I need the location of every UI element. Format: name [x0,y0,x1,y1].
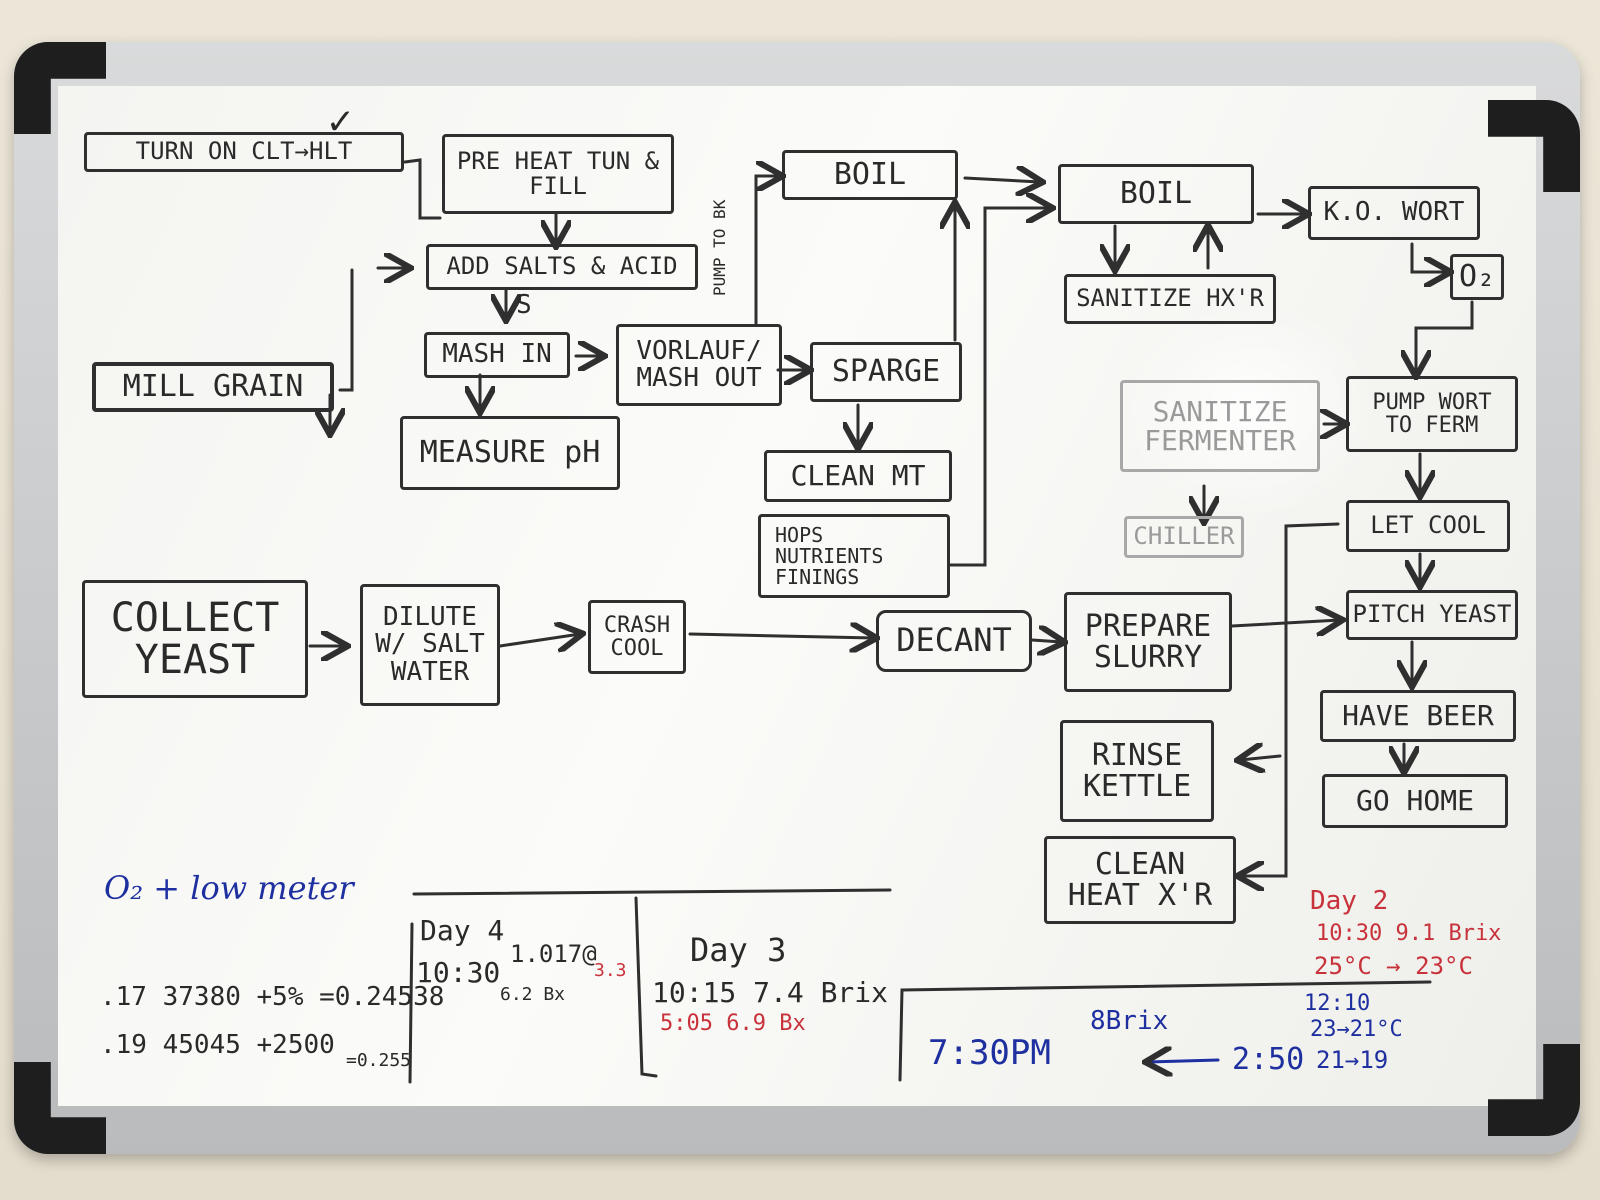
note-day4-time: 10:30 [416,956,501,989]
box-hops-nutrients-finings: HOPS NUTRIENTS FININGS [758,514,950,598]
box-pump-wort-to-ferm: PUMP WORT TO FERM [1346,376,1518,452]
note-evening-brix: 8Brix [1090,1006,1169,1036]
note-day2-temp: 23→21°C [1310,1017,1403,1042]
arrow-boil-boil2 [963,178,1040,182]
note-evening-time: 7:30PM [928,1033,1051,1073]
arrow-to-rinse [1240,756,1282,760]
box-boil-2: BOIL [1058,164,1254,224]
box-sanitize-hxr: SANITIZE HX'R [1064,274,1276,324]
box-sparge: SPARGE [810,342,962,402]
note-day-3: Day 3 [690,931,787,969]
arrow-crash-decant [688,634,874,638]
note-day4-gravity: 1.017@ [510,940,597,968]
box-measure-ph: MEASURE pH [400,416,620,490]
arrow-hops-boil2 [948,208,1050,567]
arrow-dilute-crash [498,634,580,646]
arrow-cool-cleanhxr [1240,522,1340,876]
arrow-decant-slurry [1030,640,1062,642]
box-have-beer: HAVE BEER [1320,690,1516,742]
box-o2: O₂ [1450,254,1504,300]
box-clean-heat-xr: CLEAN HEAT X'R [1044,836,1236,924]
note-evening-time2: 2:50 [1232,1042,1305,1077]
box-dilute-salt-water: DILUTE W/ SALT WATER [360,584,500,706]
note-day-4: Day 4 [420,914,505,947]
note-day3-line1: 10:15 7.4 Brix [652,976,889,1009]
box-collect-yeast: COLLECT YEAST [82,580,308,698]
box-go-home: GO HOME [1322,774,1508,828]
arrow-o2-pump [1416,300,1474,374]
box-pitch-yeast: PITCH YEAST [1346,590,1518,640]
box-chiller: CHILLER [1124,516,1244,558]
box-prepare-slurry: PREPARE SLURRY [1064,592,1232,692]
note-day3-line2: 5:05 6.9 Bx [660,1011,806,1036]
note-day-2: Day 2 [1310,886,1389,916]
box-add-salts-acid: ADD SALTS & ACID [426,244,698,290]
checkmark-icon: ✓ [328,98,353,144]
note-day4-brix: 6.2 Bx [500,984,566,1005]
log-divider-left [408,922,414,1084]
arrow-blue-note [1148,1060,1220,1062]
box-let-cool: LET COOL [1346,500,1510,552]
box-vorlauf-mash-out: VORLAUF/ MASH OUT [616,324,782,406]
box-boil-1: BOIL [782,150,958,200]
box-rinse-kettle: RINSE KETTLE [1060,720,1214,822]
note-day2-line2: 25°C → 23°C [1314,952,1473,980]
note-row-2b: =0.255 [346,1050,412,1071]
box-mill-grain: MILL GRAIN [92,362,334,412]
box-ko-wort: K.O. WORT [1308,186,1480,240]
note-row-1: .17 37380 +5% =0.24538 [100,982,445,1012]
arrow-mill-up [338,268,354,392]
note-evening-temp: 21→19 [1316,1046,1389,1074]
log-divider-right [634,896,658,1078]
pump-to-bk-label: PUMP TO BK [710,199,729,296]
box-clean-mt: CLEAN MT [764,450,952,502]
arrow-turnon-preheat [403,158,442,220]
arrow-ko-o2 [1410,242,1448,272]
note-row-2: .19 45045 +2500 [100,1030,335,1060]
log-bottom-box [898,980,1432,1082]
box-mash-in: MASH IN [424,332,570,378]
box-preheat-tun: PRE HEAT TUN & FILL [442,134,674,214]
note-day4-red: 3.3 [594,960,627,981]
arrow-vorlauf-boil [754,176,780,327]
box-crash-cool: CRASH COOL [588,600,686,674]
box-decant: DECANT [876,610,1032,672]
note-o2-flow-meter: O₂ + low meter [104,869,354,907]
note-day2-line1: 10:30 9.1 Brix [1316,921,1502,946]
box-sanitize-fermenter: SANITIZE FERMENTER [1120,380,1320,472]
note-day2-time: 12:10 [1304,991,1371,1016]
box-turn-on-clt-hlt: TURN ON CLT→HLT [84,132,404,172]
log-top-line [412,888,892,896]
s-mark-label: S [516,290,532,320]
